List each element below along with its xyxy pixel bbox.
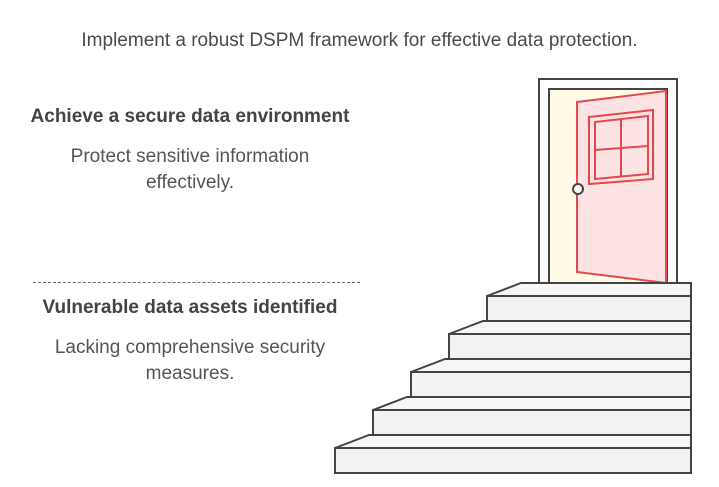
current-state-title: Vulnerable data assets identified [42, 297, 338, 318]
door-icon [572, 89, 667, 285]
current-state-section: Vulnerable data assets identified Lackin… [25, 295, 355, 387]
goal-section: Achieve a secure data environment Protec… [25, 104, 355, 196]
goal-title: Achieve a secure data environment [30, 106, 350, 127]
goal-description: Protect sensitive information effectivel… [70, 146, 310, 193]
current-state-description: Lacking comprehensive security measures. [54, 337, 326, 384]
stairs [334, 282, 692, 474]
section-divider [33, 282, 360, 283]
headline: Implement a robust DSPM framework for ef… [81, 30, 638, 51]
